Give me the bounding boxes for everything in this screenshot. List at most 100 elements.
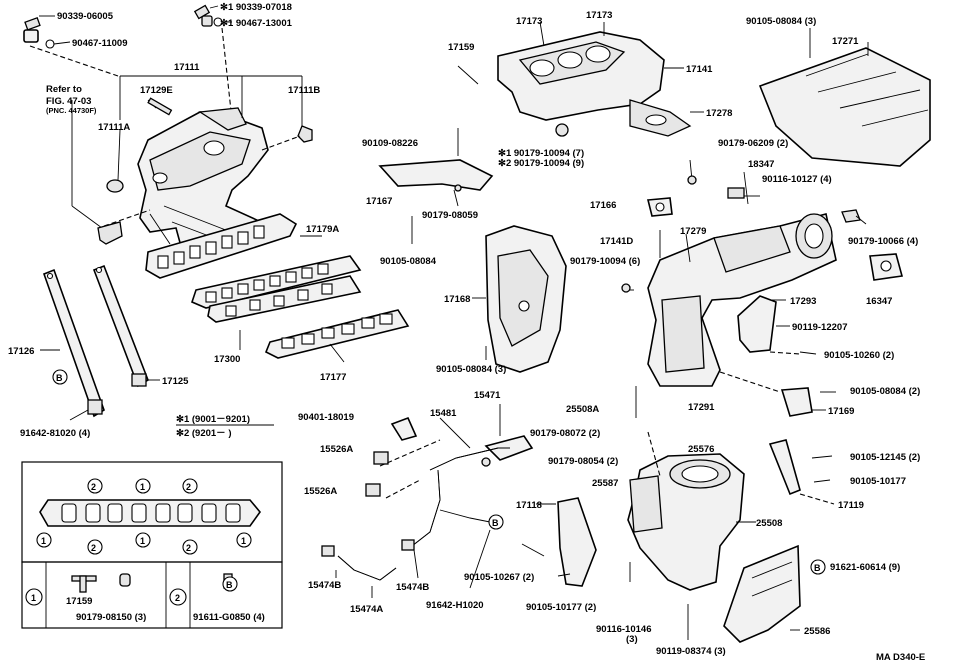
label-90105-08084-3-b: 90105-08084 (3)	[436, 364, 506, 375]
turbo-brackets	[719, 295, 836, 417]
label-90109-08226: 90109-08226	[362, 138, 418, 149]
marker-2-b: 2	[186, 482, 191, 492]
label-refer-pnc: (PNC. 44730F)	[46, 106, 97, 115]
legend-91611-g0850: 91611-G0850 (4)	[193, 612, 265, 623]
marker-b-2: B	[492, 518, 499, 528]
label-91642-h1020: 91642-H1020	[426, 600, 484, 611]
label-90105-10260: 90105-10260 (2)	[824, 350, 894, 361]
label-25576: 25576	[688, 444, 714, 455]
label-90105-10177-2: 90105-10177 (2)	[526, 602, 596, 613]
label-17173-b: 17173	[586, 10, 612, 21]
marker-b-1: B	[56, 373, 63, 383]
label-17167: 17167	[366, 196, 392, 207]
label-17129e: 17129E	[140, 85, 173, 96]
label-90179-08054: 90179-08054 (2)	[548, 456, 618, 467]
label-15474a: 15474A	[350, 604, 383, 615]
label-90105-10267: 90105-10267 (2)	[464, 572, 534, 583]
label-90105-08084-2: 90105-08084 (2)	[850, 386, 920, 397]
label-90179-10066: 90179-10066 (4)	[848, 236, 918, 247]
label-refer-fig: FIG. 47-03	[46, 96, 91, 107]
label-17168: 17168	[444, 294, 470, 305]
label-90105-08084-3: 90105-08084 (3)	[746, 16, 816, 27]
heat-shield-17168	[411, 216, 567, 373]
label-17111b: 17111B	[288, 85, 320, 96]
label-17111: 17111	[174, 62, 200, 73]
small-gaskets-right	[621, 159, 904, 293]
label-90179-06209: 90179-06209 (2)	[718, 138, 788, 149]
label-17291: 17291	[688, 402, 715, 413]
label-17166: 17166	[590, 200, 616, 211]
label-90116-10146: 90116-10146	[596, 624, 651, 635]
label-17293: 17293	[790, 296, 816, 307]
label-90116-10127: 90116-10127 (4)	[762, 174, 832, 185]
label-17118: 17118	[516, 500, 542, 511]
turbo-heat-cover-17271	[758, 28, 931, 167]
label-17141d: 17141D	[600, 236, 633, 247]
label-note-1: ✻1 (9001－9201)	[176, 414, 250, 425]
label-90179-08072: 90179-08072 (2)	[530, 428, 600, 439]
label-90179-10094-6: 90179-10094 (6)	[570, 256, 640, 267]
label-91621-60614: 91621-60614 (9)	[830, 562, 900, 573]
marker-1-a: 1	[140, 482, 145, 492]
label-16347: 16347	[866, 296, 892, 307]
marker-2-a: 2	[91, 482, 96, 492]
label-90105-12145: 90105-12145 (2)	[850, 452, 920, 463]
label-refer-to: Refer to	[46, 84, 82, 95]
exhaust-manifold-17141	[457, 21, 704, 137]
label-17279: 17279	[680, 226, 706, 237]
label-note-2: ✻2 (9201－ )	[176, 428, 231, 439]
label-15526a-1: 15526A	[320, 444, 353, 455]
part-labels: ✻1 90339-07018 ✻1 90467-13001 90339-0600…	[8, 2, 925, 663]
label-90116-10146-qty: (3)	[626, 634, 638, 645]
marker-2-d: 2	[186, 543, 191, 553]
label-15471: 15471	[474, 390, 501, 401]
marker-1-b: 1	[41, 536, 46, 546]
turbo-exhaust-elbow-17291	[622, 213, 837, 387]
diagram-code: MA D340-E	[876, 652, 925, 663]
label-25587: 25587	[592, 478, 618, 489]
label-25508a: 25508A	[566, 404, 599, 415]
legend-marker-b: B	[226, 580, 233, 590]
label-17111a: 17111A	[98, 122, 130, 133]
legend-labels: 17159 90179-08150 (3) 91611-G0850 (4)	[66, 596, 265, 623]
label-15481: 15481	[430, 408, 457, 419]
label-17271: 17271	[832, 36, 859, 47]
label-17159: 17159	[448, 42, 474, 53]
label-90339-06005: 90339-06005	[57, 11, 114, 22]
label-90401-18019: 90401-18019	[298, 412, 354, 423]
label-90179-08059: 90179-08059	[422, 210, 478, 221]
oil-pipes-15481	[321, 404, 534, 598]
label-17177: 17177	[320, 372, 346, 383]
marker-1-c: 1	[140, 536, 145, 546]
label-17278: 17278	[706, 108, 732, 119]
label-17119: 17119	[838, 500, 864, 511]
label-15526a-2: 15526A	[304, 486, 337, 497]
circle-markers	[25, 369, 826, 606]
callout-lines-17111	[71, 75, 313, 245]
label-17173-a: 17173	[516, 16, 542, 27]
label-15474b-1: 15474B	[308, 580, 341, 591]
marker-b-3: B	[814, 563, 821, 573]
marker-1-d: 1	[241, 536, 246, 546]
heat-insulator-17167	[378, 128, 494, 207]
label-90467-13001: ✻1 90467-13001	[220, 18, 293, 29]
label-17300: 17300	[214, 354, 240, 365]
circle-marker-labels: B B B 2 1 2 1 2 1 2 1 1 2 B	[31, 373, 821, 603]
label-90339-07018: ✻1 90339-07018	[220, 2, 292, 13]
legend-marker-1: 1	[31, 593, 36, 603]
label-18347: 18347	[748, 159, 774, 170]
label-25508: 25508	[756, 518, 782, 529]
label-90105-08084: 90105-08084	[380, 256, 437, 267]
intake-gasket-17179A	[145, 213, 410, 363]
manifold-stays	[40, 264, 160, 421]
label-17169: 17169	[828, 406, 854, 417]
catalytic-converter-25508	[627, 386, 756, 640]
hose-clamp-parts	[23, 4, 233, 121]
converter-stays	[521, 439, 835, 587]
legend-17159: 17159	[66, 596, 92, 607]
label-90179-10094-9: ✻2 90179-10094 (9)	[498, 158, 584, 169]
label-17141: 17141	[686, 64, 713, 75]
converter-heat-shield-25586	[723, 544, 801, 643]
